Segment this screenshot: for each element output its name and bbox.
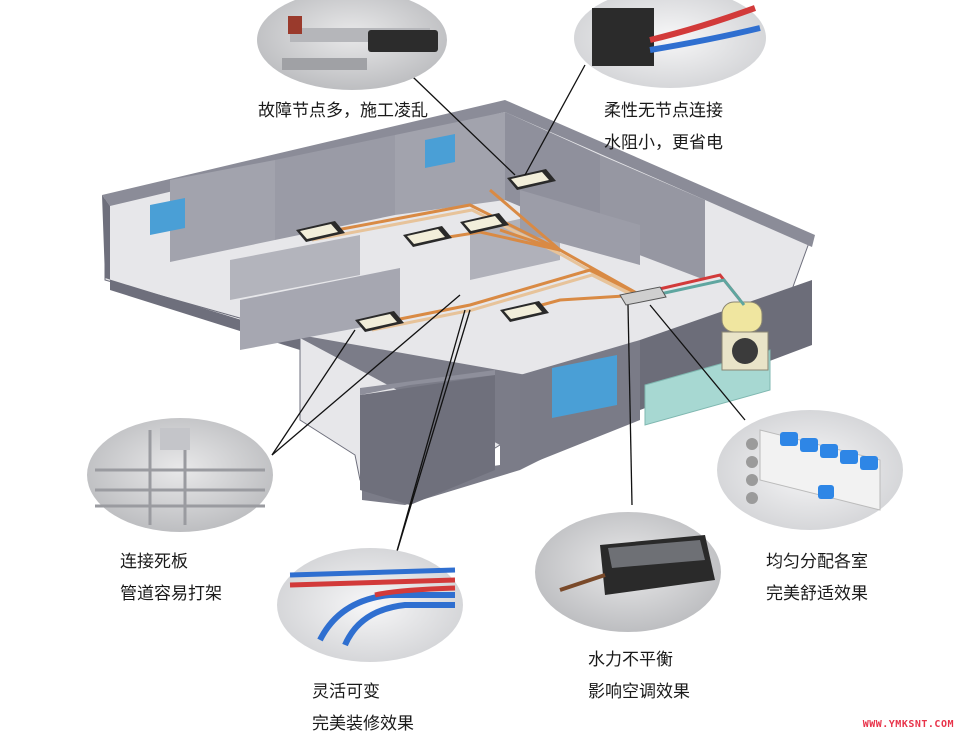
callout-line: 灵活可变	[312, 682, 380, 702]
callout-mid-right: 均匀分配各室 完美舒适效果	[766, 546, 868, 610]
fan-coil-unit	[460, 213, 509, 234]
building-floorplan	[102, 100, 815, 505]
callout-line: 均匀分配各室	[766, 552, 868, 572]
callout-bottom-left: 灵活可变 完美装修效果	[312, 676, 414, 740]
callout-line: 柔性无节点连接	[604, 101, 723, 121]
photo-bottom-left	[277, 548, 463, 662]
callout-line: 完美装修效果	[312, 714, 414, 734]
fan-coil-unit	[500, 301, 549, 322]
callout-line: 影响空调效果	[588, 682, 690, 702]
photo-mid-left	[87, 418, 273, 532]
callout-line: 水阻小，更省电	[604, 133, 723, 153]
watermark: WWW.YMKSNT.COM	[862, 719, 954, 730]
callout-line: 故障节点多，施工凌乱	[258, 101, 428, 121]
fan-coil-unit	[296, 221, 345, 242]
callout-line: 连接死板	[120, 552, 188, 572]
fan-coil-unit	[355, 311, 404, 332]
manifold-box	[619, 286, 667, 306]
callout-top-right: 柔性无节点连接 水阻小，更省电	[604, 95, 723, 159]
photo-top-left	[257, 0, 447, 90]
fan-coil-unit	[403, 226, 452, 247]
fan-coil-units	[296, 169, 667, 332]
photo-bottom-center	[535, 512, 721, 632]
pipe-network	[309, 188, 746, 332]
callout-bottom-center: 水力不平衡 影响空调效果	[588, 644, 690, 708]
callout-line: 管道容易打架	[120, 584, 222, 604]
callout-line: 完美舒适效果	[766, 584, 868, 604]
callout-line: 水力不平衡	[588, 650, 673, 670]
callout-mid-left: 连接死板 管道容易打架	[120, 546, 222, 610]
fan-coil-unit	[507, 169, 556, 190]
photo-top-right	[574, 0, 766, 88]
leader-lines	[271, 54, 746, 559]
photo-mid-right	[717, 410, 903, 530]
callout-top-left: 故障节点多，施工凌乱	[258, 95, 428, 127]
